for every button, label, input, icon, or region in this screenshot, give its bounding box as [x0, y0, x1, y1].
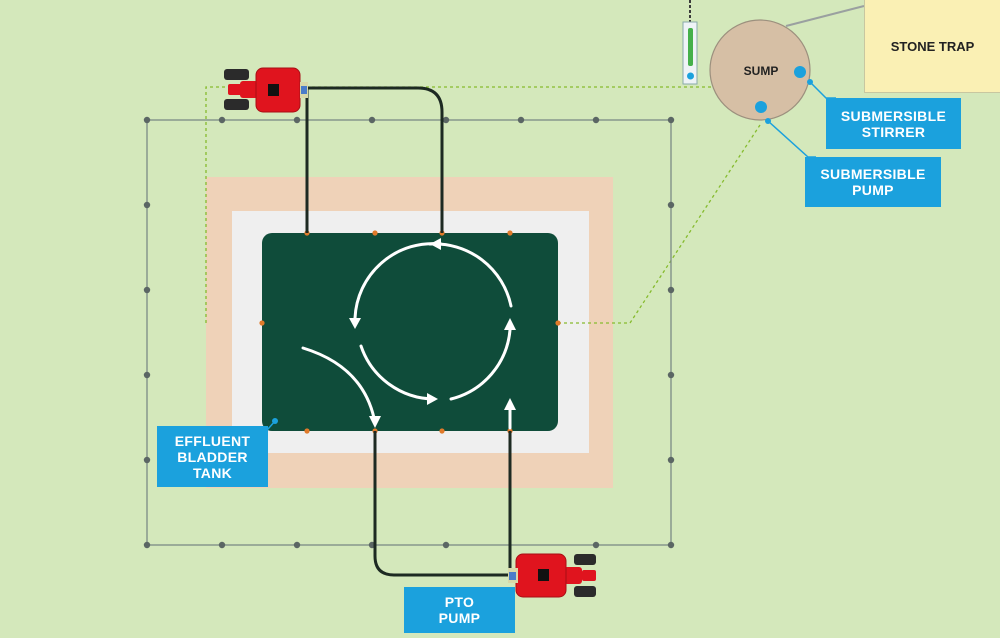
hose-top — [305, 86, 444, 233]
tractor-icon — [508, 553, 596, 598]
effluent-bladder-tank-label: EFFLUENT BLADDER TANK — [157, 426, 268, 487]
perimeter-fence — [143, 116, 675, 549]
submersible-stirrer-marker — [794, 66, 806, 78]
submersible-pump-label: SUBMERSIBLE PUMP — [805, 157, 941, 207]
submersible-pump-marker — [755, 101, 767, 113]
dashed-pipe-top — [205, 86, 712, 323]
hose-bottom — [373, 431, 512, 577]
effluent-bladder-tank — [262, 233, 558, 431]
sump-circle — [709, 19, 811, 121]
submersible-stirrer-label: SUBMERSIBLE STIRRER — [826, 98, 961, 149]
leader-dots — [272, 79, 813, 424]
arrowheads — [349, 238, 516, 428]
submersible-stirrer-device-icon — [682, 0, 698, 85]
stone-trap-connector — [785, 5, 865, 27]
stone-trap-label: STONE TRAP — [890, 38, 975, 54]
tractor-icon — [224, 67, 308, 113]
sump-label: SUMP — [744, 64, 779, 78]
circulation-arrows — [301, 242, 513, 430]
stone-trap: STONE TRAP — [864, 0, 1000, 93]
dashed-pipe-right — [558, 124, 761, 324]
pto-pump-label: PTO PUMP — [404, 587, 515, 633]
